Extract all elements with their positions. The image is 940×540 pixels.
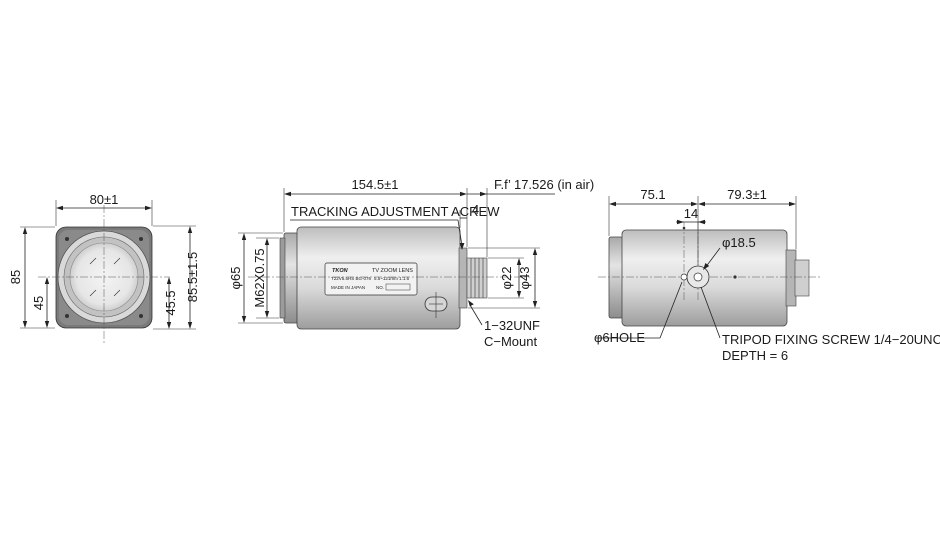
side-front-ring <box>283 232 299 324</box>
front-right-height-label: 85.5±1.5 <box>185 252 200 303</box>
front-height-label: 85 <box>8 270 23 284</box>
nameplate-model: T22V5.5HS BG-076 <box>331 276 372 281</box>
bottom-dia-label: φ18.5 <box>722 235 756 250</box>
bottom-front-ring <box>608 236 624 319</box>
side-body-dia-label: φ65 <box>228 267 243 290</box>
aux-hole-2 <box>682 226 686 230</box>
side-outer-dia-label: φ43 <box>517 267 532 290</box>
side-view: TKON TV ZOOM LENS T22V5.5HS BG-076 5.5~1… <box>228 177 594 349</box>
front-right-center-label: 45.5 <box>163 290 178 315</box>
bottom-tripod-label: TRIPOD FIXING SCREW 1/4−20UNC <box>722 332 940 347</box>
locating-hole <box>680 273 688 281</box>
front-view: 80±1 85 45 45.5 85.5±1.5 <box>8 192 200 345</box>
side-front-ring-lip <box>279 237 286 319</box>
nameplate <box>324 262 418 296</box>
side-mount-threads <box>470 258 484 298</box>
side-flange-label: F.f’ 17.526 (in air) <box>494 177 594 192</box>
side-mount-thread-label: 1−32UNF <box>484 318 540 333</box>
nameplate-origin: MADE IN JAPAN <box>331 285 365 290</box>
side-tracking-label: TRACKING ADJUSTMENT ACREW <box>291 204 500 219</box>
nameplate-title: TV ZOOM LENS <box>372 268 413 274</box>
bottom-hole-label: φ6HOLE <box>594 330 645 345</box>
bottom-depth-label: DEPTH = 6 <box>722 348 788 363</box>
bottom-rear-step <box>785 249 797 307</box>
nameplate-brand: TKON <box>332 268 349 274</box>
aux-hole <box>733 275 737 279</box>
tripod-screw-hole <box>693 272 703 282</box>
side-rear-step <box>458 247 468 309</box>
front-center-height-label: 45 <box>31 296 46 310</box>
bottom-right-label: 79.3±1 <box>727 187 767 202</box>
side-length-label: 154.5±1 <box>352 177 399 192</box>
side-thread-label: M62X0.75 <box>252 248 267 307</box>
glass-glints <box>89 257 121 297</box>
nameplate-serial-box <box>385 283 411 291</box>
side-mount-dia-label: φ22 <box>499 267 514 290</box>
bottom-view: 75.1 79.3±1 14 φ18.5 φ6HOLE TRIPOD FIXIN… <box>594 187 940 363</box>
front-width-label: 80±1 <box>90 192 119 207</box>
nameplate-no-label: NO. <box>376 285 384 290</box>
nameplate-spec: 5.5~121mm 1:1.6 <box>374 276 410 281</box>
side-mount-type-label: C−Mount <box>484 334 537 349</box>
bottom-left-label: 75.1 <box>640 187 665 202</box>
front-screws <box>65 237 143 318</box>
side-offset-label: 4 <box>472 202 479 217</box>
bottom-hole-spacing-label: 14 <box>684 206 698 221</box>
side-c-mount <box>466 257 488 299</box>
bottom-rear-mount <box>794 259 810 297</box>
